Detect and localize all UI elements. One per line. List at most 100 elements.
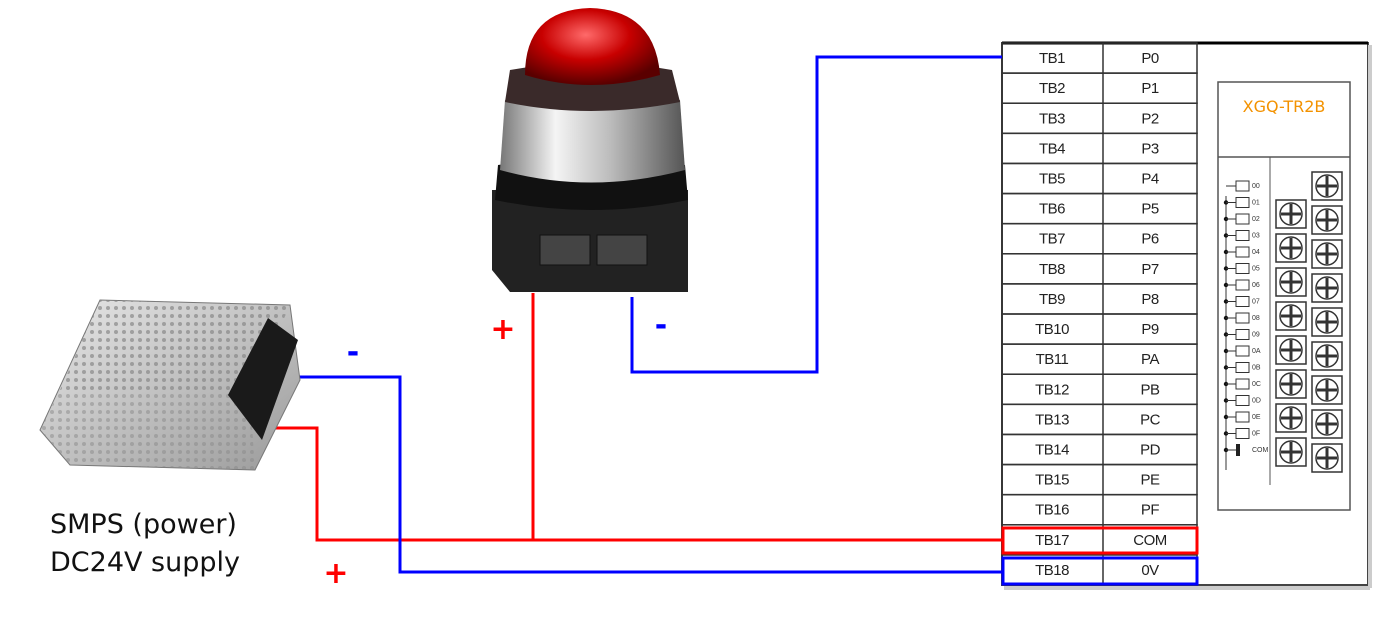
- module-terminal-label: 00: [1252, 183, 1260, 190]
- terminal-tb: TB17: [1035, 532, 1069, 549]
- module-terminal-label: 04: [1252, 249, 1260, 256]
- terminal-signal: P8: [1141, 291, 1159, 308]
- terminal-signal: PA: [1141, 351, 1159, 368]
- smps-power-supply-icon: [39, 299, 301, 471]
- module-terminal: 0F: [1223, 428, 1260, 439]
- module-terminal: 05: [1223, 263, 1260, 274]
- terminal-tb: TB14: [1035, 442, 1069, 459]
- terminal-tb: TB13: [1035, 411, 1069, 428]
- terminal-row: TB7 P6: [1001, 222, 1198, 255]
- module-terminal: 01: [1223, 197, 1260, 208]
- wire-lamp-minus-to-tb1: [630, 55, 1002, 374]
- tb18-highlight: [1001, 556, 1199, 586]
- module-terminal: 08: [1223, 312, 1260, 324]
- module-terminal: 07: [1223, 296, 1260, 307]
- screw-terminal-icon: [1311, 239, 1343, 269]
- lamp-minus-label: -: [655, 308, 667, 343]
- module-terminal: 02: [1223, 213, 1260, 225]
- screw-terminal-icon: [1311, 273, 1343, 303]
- terminal-tb: TB9: [1039, 291, 1065, 308]
- terminal-signal: P5: [1141, 201, 1159, 218]
- terminal-row: TB12 PB: [1001, 373, 1198, 406]
- module-drawing: XGQ-TR2B 000102030405060708090A0B0C0D0E0…: [1217, 81, 1351, 511]
- terminal-signal: P7: [1141, 261, 1159, 278]
- module-terminal: 04: [1223, 246, 1260, 258]
- screw-terminal-icon: [1311, 375, 1343, 405]
- wire-smps-plus-to-tb17: [275, 426, 1002, 542]
- module-terminal-label: 0D: [1252, 398, 1261, 405]
- terminal-signal: P4: [1141, 171, 1159, 188]
- terminal-tb: TB15: [1035, 472, 1069, 489]
- terminal-tb: TB12: [1035, 381, 1069, 398]
- module-terminal-label: COM: [1252, 447, 1269, 454]
- terminal-signal: P0: [1141, 50, 1159, 67]
- module-terminal-label: 07: [1252, 299, 1260, 306]
- terminal-row: TB15 PE: [1001, 463, 1198, 496]
- module-terminal: 0D: [1223, 395, 1261, 406]
- terminal-signal: P9: [1141, 321, 1159, 338]
- screw-terminal-icon: [1275, 369, 1307, 399]
- smps-label-line1: SMPS (power): [50, 509, 237, 540]
- module-terminal-label: 0B: [1252, 365, 1261, 372]
- terminal-signal: 0V: [1141, 562, 1159, 579]
- module-terminal-label: 09: [1252, 332, 1260, 339]
- terminal-tb: TB4: [1039, 140, 1065, 157]
- terminal-tb: TB11: [1036, 351, 1069, 368]
- module-terminal-label: 01: [1252, 200, 1260, 207]
- screw-terminal-icon: [1311, 443, 1343, 473]
- terminal-signal: P3: [1141, 140, 1159, 157]
- module-title: XGQ-TR2B: [1243, 97, 1326, 116]
- wire-smps-minus-to-tb18: [297, 375, 1002, 574]
- terminal-signal: PB: [1140, 381, 1160, 398]
- screw-terminal-icon: [1275, 301, 1307, 331]
- module-terminal-label: 02: [1252, 216, 1260, 223]
- terminal-row: TB2 P1: [1001, 72, 1198, 104]
- module-terminal-label: 05: [1252, 266, 1260, 273]
- terminal-tb: TB6: [1039, 201, 1065, 218]
- terminal-tb: TB2: [1039, 80, 1065, 97]
- terminal-tb: TB7: [1039, 231, 1065, 248]
- terminal-signal: COM: [1133, 532, 1167, 549]
- module-terminal-label: 03: [1252, 233, 1260, 240]
- terminal-signal: P1: [1141, 80, 1159, 97]
- module-terminals: 00 01 02 03 04 05 06 07 08 09 0A 0B 0C 0D 0E 0F COM: [1223, 171, 1343, 473]
- lamp-plus-label: +: [490, 312, 515, 347]
- terminal-signal: PF: [1141, 502, 1160, 519]
- module-terminal: 0E: [1223, 411, 1261, 423]
- smps-label-line2: DC24V supply: [50, 547, 240, 578]
- red-pilot-lamp-icon: [492, 8, 688, 292]
- module-terminal: 03: [1223, 230, 1260, 241]
- screw-terminal-icon: [1311, 341, 1343, 371]
- module-terminal-label: 0A: [1252, 348, 1261, 355]
- module-terminal-label: 0E: [1252, 414, 1261, 421]
- terminal-signal: P6: [1141, 231, 1159, 248]
- terminal-tb: TB5: [1039, 171, 1065, 188]
- module-terminal: 0A: [1223, 345, 1261, 357]
- screw-terminal-icon: [1275, 267, 1307, 297]
- terminal-row: TB4 P3: [1001, 132, 1198, 165]
- screw-terminal-icon: [1275, 199, 1307, 229]
- smps-plus-label: +: [323, 556, 348, 591]
- screw-terminal-icon: [1311, 205, 1343, 235]
- screw-terminal-icon: [1275, 403, 1307, 433]
- terminal-tb: TB16: [1035, 502, 1069, 519]
- terminal-signal: PC: [1140, 411, 1161, 428]
- module-terminal: 0C: [1223, 378, 1261, 390]
- terminal-signal: PE: [1140, 472, 1160, 489]
- module-terminal-label: 06: [1252, 282, 1260, 289]
- tb17-highlight: [1001, 526, 1199, 555]
- screw-terminal-icon: [1311, 171, 1343, 201]
- wires: [275, 55, 1199, 586]
- module-terminal: 06: [1223, 279, 1260, 291]
- screw-terminal-icon: [1275, 335, 1307, 365]
- module-terminal-label: 0F: [1252, 431, 1260, 438]
- terminal-tb: TB18: [1035, 562, 1069, 579]
- smps-minus-label: -: [347, 335, 359, 370]
- module-terminal-label: 0C: [1252, 381, 1261, 388]
- terminal-signal: P2: [1141, 110, 1159, 127]
- screw-terminal-icon: [1311, 307, 1343, 337]
